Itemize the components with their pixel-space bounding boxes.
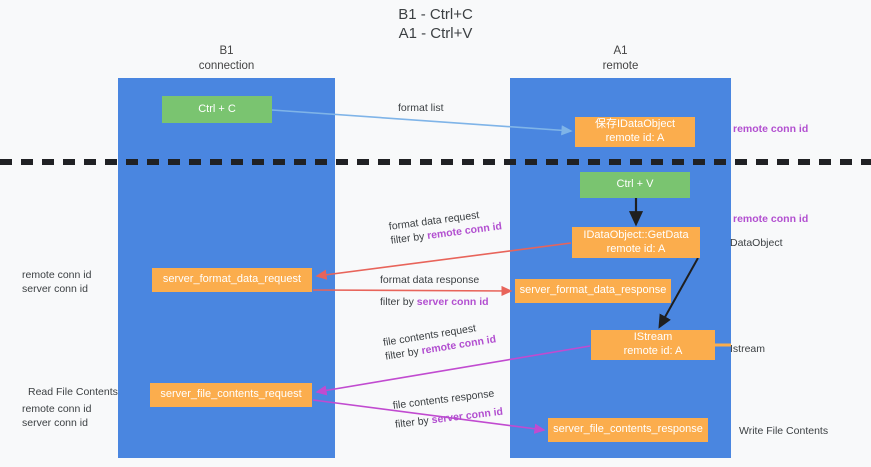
lane-b1-title: B1 connection	[118, 44, 335, 74]
node-server-file-contents-response-label: server_file_contents_response	[553, 423, 703, 436]
node-istream-line1: IStream	[633, 331, 673, 344]
node-server-format-data-response[interactable]: server_format_data_response	[515, 279, 671, 303]
page-title: B1 - Ctrl+C A1 - Ctrl+V	[0, 6, 871, 44]
lane-b1-title-line1: B1	[219, 45, 234, 57]
edge-label-fdresp-prefix: filter by	[380, 296, 417, 309]
node-idataobject-line2: remote id: A	[605, 132, 665, 144]
node-server-format-data-request-label: server_format_data_request	[162, 273, 302, 286]
node-server-format-data-request[interactable]: server_format_data_request	[152, 268, 312, 292]
node-getdata-line1: IDataObject::GetData	[583, 228, 689, 241]
node-istream-line2: remote id: A	[623, 345, 683, 357]
edge-label-format-list: format list	[398, 101, 444, 115]
annotation-istream: Istream	[730, 343, 766, 355]
edge-label-format-list-text: format list	[398, 102, 444, 114]
edge-label-fdresp-line1: format data response	[380, 274, 480, 286]
node-server-file-contents-request[interactable]: server_file_contents_request	[150, 383, 312, 407]
annotation-left-ids-middle-server: server conn id	[22, 283, 88, 296]
node-ctrl-v-label: Ctrl + V	[616, 178, 654, 191]
edge-label-fdresp-line2: filter by server conn id	[380, 295, 489, 309]
node-ctrl-c[interactable]: Ctrl + C	[162, 96, 272, 123]
annotation-remote-conn-id-top: remote conn id	[733, 123, 809, 135]
annotation-left-ids-bottom: remote conn id server conn id	[22, 402, 91, 430]
node-ctrl-v[interactable]: Ctrl + V	[580, 172, 690, 198]
annotation-remote-conn-id-mid: remote conn id	[733, 213, 809, 225]
lane-a1-title-line1: A1	[613, 45, 628, 57]
page-title-line1: B1 - Ctrl+C	[398, 6, 473, 23]
node-istream[interactable]: IStream remote id: A	[591, 330, 715, 360]
node-server-format-data-response-label: server_format_data_response	[519, 284, 667, 297]
edge-label-fcresp-prefix: filter by	[394, 414, 433, 431]
node-getdata-line2: remote id: A	[606, 242, 666, 255]
annotation-left-ids-middle: remote conn id server conn id	[22, 268, 91, 296]
node-idataobject-getdata[interactable]: IDataObject::GetData remote id: A	[572, 227, 700, 258]
annotation-left-ids-bottom-server: server conn id	[22, 417, 88, 430]
edge-label-file-contents-request: file contents request filter by remote c…	[382, 318, 497, 364]
annotation-left-ids-bottom-remote: remote conn id	[22, 403, 92, 415]
edge-label-fcresp-key: server conn id	[430, 405, 504, 427]
annotation-read-file-contents: Read File Contents	[28, 386, 118, 398]
edge-label-fdreq-prefix: filter by	[389, 230, 428, 247]
annotation-write-file-contents: Write File Contents	[739, 425, 829, 437]
annotation-dataobject: DataObject	[730, 237, 783, 249]
page-title-line2: A1 - Ctrl+V	[398, 24, 473, 42]
edge-label-format-data-response: format data response filter by server co…	[380, 273, 489, 309]
node-idataobject[interactable]: 保存IDataObject remote id: A	[575, 117, 695, 147]
lane-b1-title-line2: connection	[198, 59, 255, 72]
lane-a1-title: A1 remote	[510, 44, 731, 74]
node-ctrl-c-label: Ctrl + C	[198, 102, 236, 115]
node-server-file-contents-response[interactable]: server_file_contents_response	[548, 418, 708, 442]
node-idataobject-line1: 保存IDataObject	[594, 118, 676, 131]
edge-label-file-contents-response: file contents response filter by server …	[392, 386, 504, 432]
node-server-file-contents-request-label: server_file_contents_request	[160, 388, 302, 401]
edge-label-format-data-request: format data request filter by remote con…	[388, 205, 503, 248]
annotation-left-ids-middle-remote: remote conn id	[22, 269, 92, 281]
lane-a1-title-line2: remote	[602, 59, 639, 72]
edge-label-fdresp-key: server conn id	[416, 296, 489, 309]
